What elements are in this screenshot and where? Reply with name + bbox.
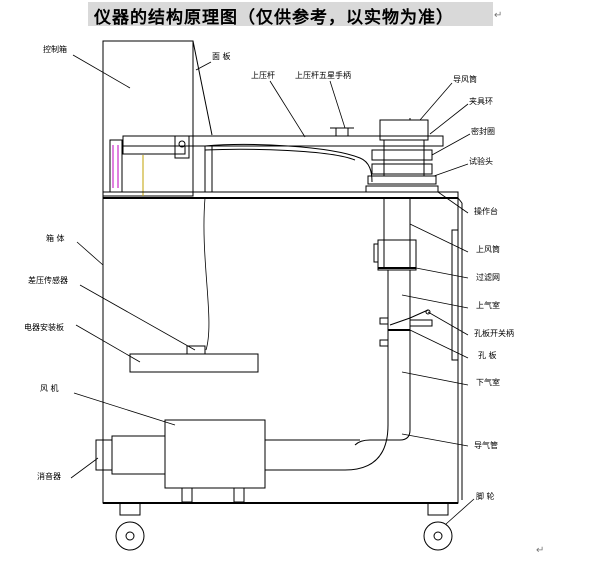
- sensor-shape: [186, 345, 206, 355]
- air-chamber-shape: [379, 270, 433, 400]
- label-upper-air-chamber: 上气室: [476, 300, 500, 310]
- label-upper-press-rod: 上压杆: [251, 70, 275, 80]
- title-paragraph-mark: ↵: [494, 10, 503, 21]
- label-electrical-board: 电器安装板: [24, 322, 64, 332]
- cabinet-shape: [102, 197, 459, 504]
- label-caster: 脚 轮: [476, 491, 495, 501]
- air-guide-pipe-shape: [265, 400, 389, 471]
- test-head-shape: [365, 118, 439, 193]
- electrical-board-shape: [129, 353, 259, 373]
- label-control-box: 控制箱: [43, 44, 67, 54]
- label-upper-air-cylinder: 上风筒: [476, 244, 500, 254]
- label-filter-screen: 过滤网: [476, 272, 500, 282]
- label-air-guide-pipe: 导气管: [474, 440, 498, 450]
- label-clamp-ring: 夹具环: [469, 96, 493, 106]
- label-seal-ring: 密封圈: [471, 126, 495, 136]
- control-box-shape: [102, 40, 194, 197]
- label-air-guide-cylinder: 导风筒: [453, 74, 477, 84]
- label-cabinet: 箱 体: [46, 233, 65, 243]
- label-lower-air-chamber: 下气室: [476, 377, 500, 387]
- label-orifice-switch-handle: 孔板开关柄: [474, 328, 514, 338]
- label-operation-table: 操作台: [474, 206, 498, 216]
- fan-shape: [95, 419, 266, 503]
- label-upper-press-rod-handle: 上压杆五星手柄: [295, 70, 351, 80]
- panel-shape: [192, 40, 213, 136]
- label-diff-pressure-sensor: 差压传感器: [28, 275, 68, 285]
- caster-shape: [103, 502, 458, 551]
- label-muffler: 消音器: [37, 471, 61, 481]
- upper-air-cylinder-shape: [373, 197, 417, 271]
- bottom-paragraph-mark: ↵: [536, 545, 545, 556]
- title-highlight: [88, 2, 493, 26]
- diagram-title: 仪器的结构原理图（仅供参考，以实物为准）: [94, 8, 454, 28]
- label-orifice-plate: 孔 板: [478, 350, 497, 360]
- label-fan: 风 机: [40, 383, 59, 393]
- leader-lines: [70, 54, 475, 525]
- label-panel: 面 板: [212, 51, 231, 61]
- upper-press-rod-shape: [122, 127, 444, 192]
- label-test-head: 试验头: [469, 156, 493, 166]
